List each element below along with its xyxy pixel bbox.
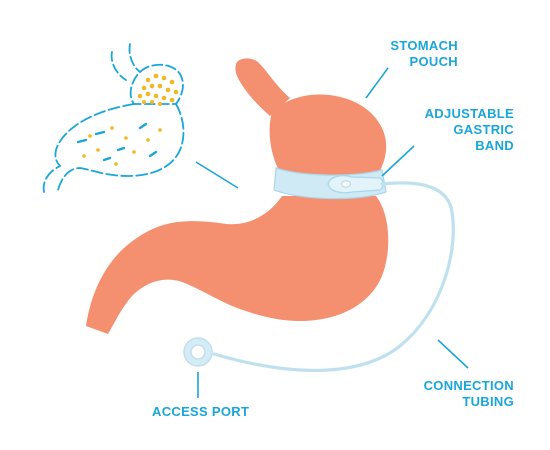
leader-connection-tubing — [437, 339, 469, 369]
stomach-body — [86, 196, 389, 334]
access-port — [183, 337, 213, 367]
label-gastric-band-line-1: ADJUSTABLE — [424, 106, 514, 121]
leader-lines — [195, 67, 469, 398]
band-buckle-hole — [341, 180, 351, 188]
band-buckle — [327, 175, 384, 194]
label-connection-tubing-line-2: TUBING — [462, 394, 514, 409]
connection-tubing — [212, 181, 455, 373]
access-port-center — [190, 344, 206, 360]
label-gastric-band: ADJUSTABLE GASTRIC BAND — [425, 106, 514, 154]
label-gastric-band-line-2: GASTRIC — [453, 122, 514, 137]
label-connection-tubing: CONNECTION TUBING — [424, 378, 514, 410]
esophagus — [235, 58, 290, 116]
outline-inner-dashes — [76, 122, 158, 162]
label-access-port-line-1: ACCESS PORT — [152, 404, 250, 419]
label-gastric-band-line-3: BAND — [475, 138, 514, 153]
label-stomach-pouch-line-1: STOMACH — [390, 38, 458, 53]
outline-esophagus — [110, 43, 141, 81]
leader-stomach-pouch — [365, 67, 389, 99]
leader-gastric-band — [381, 145, 415, 177]
leader-outline — [195, 161, 239, 189]
label-stomach-pouch-line-2: POUCH — [409, 54, 458, 69]
outline-fat-dots — [82, 73, 179, 166]
original-stomach-outline — [42, 43, 185, 193]
stomach-pouch — [269, 94, 387, 176]
label-stomach-pouch: STOMACH POUCH — [390, 38, 458, 70]
label-access-port: ACCESS PORT — [152, 404, 249, 420]
label-connection-tubing-line-1: CONNECTION — [423, 378, 514, 393]
banded-stomach — [86, 58, 389, 334]
outline-body — [42, 103, 185, 193]
gastric-band — [273, 167, 387, 200]
outline-fundus — [129, 63, 184, 105]
